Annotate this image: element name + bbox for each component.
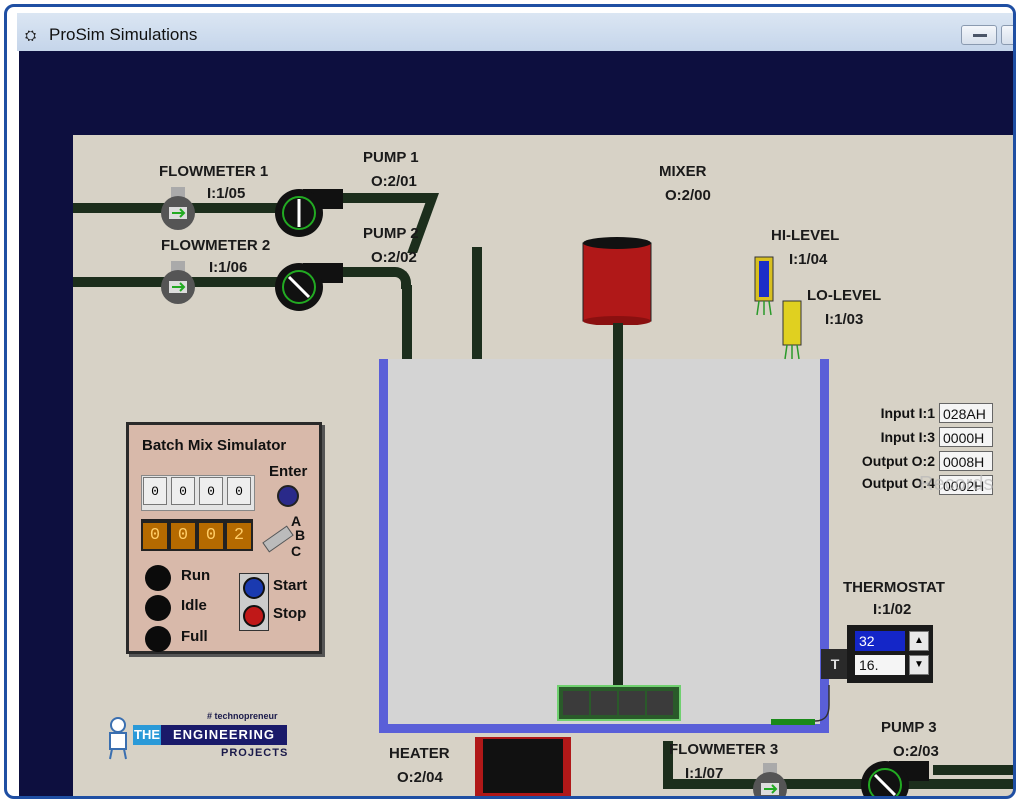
flowmeter-1 bbox=[161, 187, 195, 230]
thermostat-wire bbox=[814, 685, 830, 722]
enter-button[interactable] bbox=[277, 485, 299, 507]
thermostat-value-top[interactable]: 32 bbox=[855, 631, 905, 651]
idle-label: Idle bbox=[181, 597, 207, 614]
thermostat-sensor: T bbox=[821, 649, 849, 679]
mixer-label: MIXER bbox=[659, 163, 707, 180]
start-button[interactable] bbox=[243, 577, 265, 599]
stop-button[interactable] bbox=[243, 605, 265, 627]
flowmeter-3 bbox=[753, 763, 787, 796]
full-lamp bbox=[145, 626, 171, 652]
heater-label: HEATER bbox=[389, 745, 450, 762]
simulation-panel: T FLOWMETER 1 I:1/05 FLOWMETER 2 I:1/06 … bbox=[73, 135, 1013, 796]
bms-title: Batch Mix Simulator bbox=[142, 437, 287, 454]
mixer-addr: O:2/00 bbox=[665, 187, 711, 204]
minimize-button[interactable] bbox=[961, 25, 997, 45]
flowmeter3-addr: I:1/07 bbox=[685, 765, 724, 782]
enter-label: Enter bbox=[269, 463, 308, 480]
flowmeter1-addr: I:1/05 bbox=[207, 185, 246, 202]
app-window-frame: ⛭ ProSim Simulations bbox=[4, 4, 1016, 799]
run-lamp bbox=[145, 565, 171, 591]
logo-word-engineering: ENGINEERING bbox=[161, 725, 287, 745]
thermostat-label: THERMOSTAT bbox=[843, 579, 945, 596]
hilevel-label: HI-LEVEL bbox=[771, 227, 840, 244]
io-value-0: 028AH bbox=[939, 403, 993, 423]
thermostat-probe bbox=[771, 719, 815, 725]
engineering-projects-logo: # technopreneur THE ENGINEERING PROJECTS bbox=[103, 711, 293, 763]
outlet-drop-pipe bbox=[663, 741, 673, 785]
hi-level-sensor bbox=[754, 256, 774, 316]
seven-seg-digit-3: 0 bbox=[199, 523, 223, 549]
pump2-outlet-pipe bbox=[313, 267, 389, 277]
full-label: Full bbox=[181, 628, 208, 645]
batch-mix-simulator: Batch Mix Simulator Enter 0 0 0 0 0 0 0 … bbox=[126, 422, 322, 654]
thumbwheel-digit-4[interactable]: 0 bbox=[227, 477, 251, 505]
maximize-button[interactable] bbox=[1001, 25, 1013, 45]
logo-word-the: THE bbox=[133, 725, 161, 745]
pump3-addr: O:2/03 bbox=[893, 743, 939, 760]
flowmeter-2 bbox=[161, 261, 195, 304]
io-value-1: 0000H bbox=[939, 427, 993, 447]
pump2-addr: O:2/02 bbox=[371, 249, 417, 266]
lo-level-sensor bbox=[782, 300, 802, 360]
flowmeter3-label: FLOWMETER 3 bbox=[669, 741, 779, 758]
seven-seg-digit-2: 0 bbox=[171, 523, 195, 549]
switch-label-b: B bbox=[295, 527, 306, 543]
seven-seg-digit-4: 2 bbox=[227, 523, 251, 549]
client-area: T FLOWMETER 1 I:1/05 FLOWMETER 2 I:1/06 … bbox=[19, 51, 1013, 796]
io-label-2: Output O:2 bbox=[861, 453, 935, 469]
mixer-motor bbox=[582, 237, 652, 325]
thermostat-display: 32 16. ▲ ▼ bbox=[847, 625, 933, 683]
mixer-shaft bbox=[613, 323, 623, 689]
pump1-label: PUMP 1 bbox=[363, 149, 419, 166]
thermostat-addr: I:1/02 bbox=[873, 601, 912, 618]
thermostat-value-bottom[interactable]: 16. bbox=[855, 655, 905, 675]
thumbwheel-digit-2[interactable]: 0 bbox=[171, 477, 195, 505]
seven-seg-digit-1: 0 bbox=[143, 523, 167, 549]
pump2-label: PUMP 2 bbox=[363, 225, 419, 242]
pump1-outlet-pipe bbox=[313, 193, 433, 203]
lolevel-addr: I:1/03 bbox=[825, 311, 864, 328]
run-label: Run bbox=[181, 567, 211, 584]
mixing-tank bbox=[379, 359, 829, 733]
minimize-icon bbox=[973, 34, 987, 37]
stop-label: Stop bbox=[273, 605, 307, 622]
heater bbox=[475, 737, 571, 796]
logo-tagline: # technopreneur bbox=[207, 711, 278, 721]
abc-selector-switch[interactable] bbox=[262, 525, 294, 553]
pump3-label: PUMP 3 bbox=[881, 719, 937, 736]
io-value-2: 0008H bbox=[939, 451, 993, 471]
io-label-1: Input I:3 bbox=[880, 429, 935, 445]
window-title: ProSim Simulations bbox=[49, 25, 198, 44]
thumbwheel-digit-1[interactable]: 0 bbox=[143, 477, 167, 505]
start-label: Start bbox=[273, 577, 308, 594]
heater-addr: O:2/04 bbox=[397, 769, 443, 786]
pump-3 bbox=[861, 761, 929, 796]
thumbwheel-digit-3[interactable]: 0 bbox=[199, 477, 223, 505]
flowmeter2-label: FLOWMETER 2 bbox=[161, 237, 271, 254]
io-label-3: Output O:4 bbox=[861, 475, 935, 491]
thermostat-up-button[interactable]: ▲ bbox=[909, 631, 929, 651]
flowmeter1-label: FLOWMETER 1 bbox=[159, 163, 269, 180]
io-value-3: 0002H bbox=[939, 475, 993, 495]
robot-mascot-icon bbox=[109, 717, 127, 760]
watermark: Records bbox=[919, 473, 994, 495]
logo-word-projects: PROJECTS bbox=[221, 747, 289, 759]
switch-label-a: A bbox=[291, 513, 302, 529]
thermostat-down-button[interactable]: ▼ bbox=[909, 655, 929, 675]
switch-label-c: C bbox=[291, 543, 302, 559]
prosim-app-icon: ⛭ bbox=[25, 27, 37, 43]
io-label-0: Input I:1 bbox=[880, 405, 935, 421]
mixer-paddle bbox=[557, 685, 681, 721]
pump3-outlet-pipe bbox=[933, 765, 1013, 775]
pump1-addr: O:2/01 bbox=[371, 173, 417, 190]
title-bar[interactable]: ⛭ ProSim Simulations bbox=[17, 13, 1013, 51]
pump2-pipe-bend bbox=[389, 267, 411, 289]
idle-lamp bbox=[145, 595, 171, 621]
hilevel-addr: I:1/04 bbox=[789, 251, 828, 268]
lolevel-label: LO-LEVEL bbox=[807, 287, 882, 304]
flowmeter2-addr: I:1/06 bbox=[209, 259, 248, 276]
pump-2 bbox=[275, 263, 343, 311]
pump-1 bbox=[275, 189, 343, 237]
outlet-pipe bbox=[663, 779, 1013, 789]
